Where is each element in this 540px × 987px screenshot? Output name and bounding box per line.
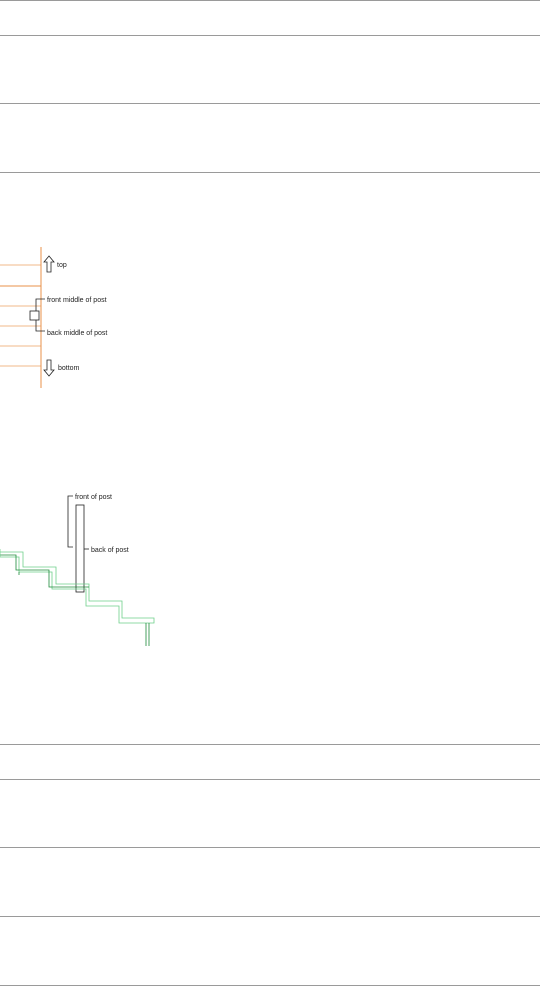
stair-outline-dark (0, 554, 89, 588)
orange-guide-lines (0, 264, 41, 367)
arrow-up-icon (43, 255, 55, 273)
stair-post-diagram: front of post back of post (0, 494, 155, 646)
label-bottom: bottom (58, 365, 80, 372)
stair-steps (0, 549, 155, 646)
label-top: top (57, 262, 67, 269)
label-back-middle: back middle of post (47, 330, 107, 337)
post-reference-diagram: top front middle of post back middle of … (0, 247, 107, 388)
table-rule-8 (0, 916, 540, 917)
table-rule-7 (0, 847, 540, 848)
table-rule-1 (0, 0, 540, 1)
table-rule-5 (0, 744, 540, 745)
table-rule-6 (0, 779, 540, 780)
post (75, 504, 85, 593)
front-back-bracket (67, 495, 73, 548)
stair-outline-light (0, 551, 155, 624)
table-rule-4 (0, 172, 540, 173)
label-back-of-post: back of post (91, 547, 129, 554)
label-front-of-post: front of post (75, 494, 112, 501)
table-rule-2 (0, 35, 540, 36)
middle-bracket (29, 298, 45, 332)
arrow-down-icon (43, 359, 55, 377)
table-rule-9 (0, 985, 540, 986)
table-rule-3 (0, 103, 540, 104)
label-front-middle: front middle of post (47, 297, 107, 304)
